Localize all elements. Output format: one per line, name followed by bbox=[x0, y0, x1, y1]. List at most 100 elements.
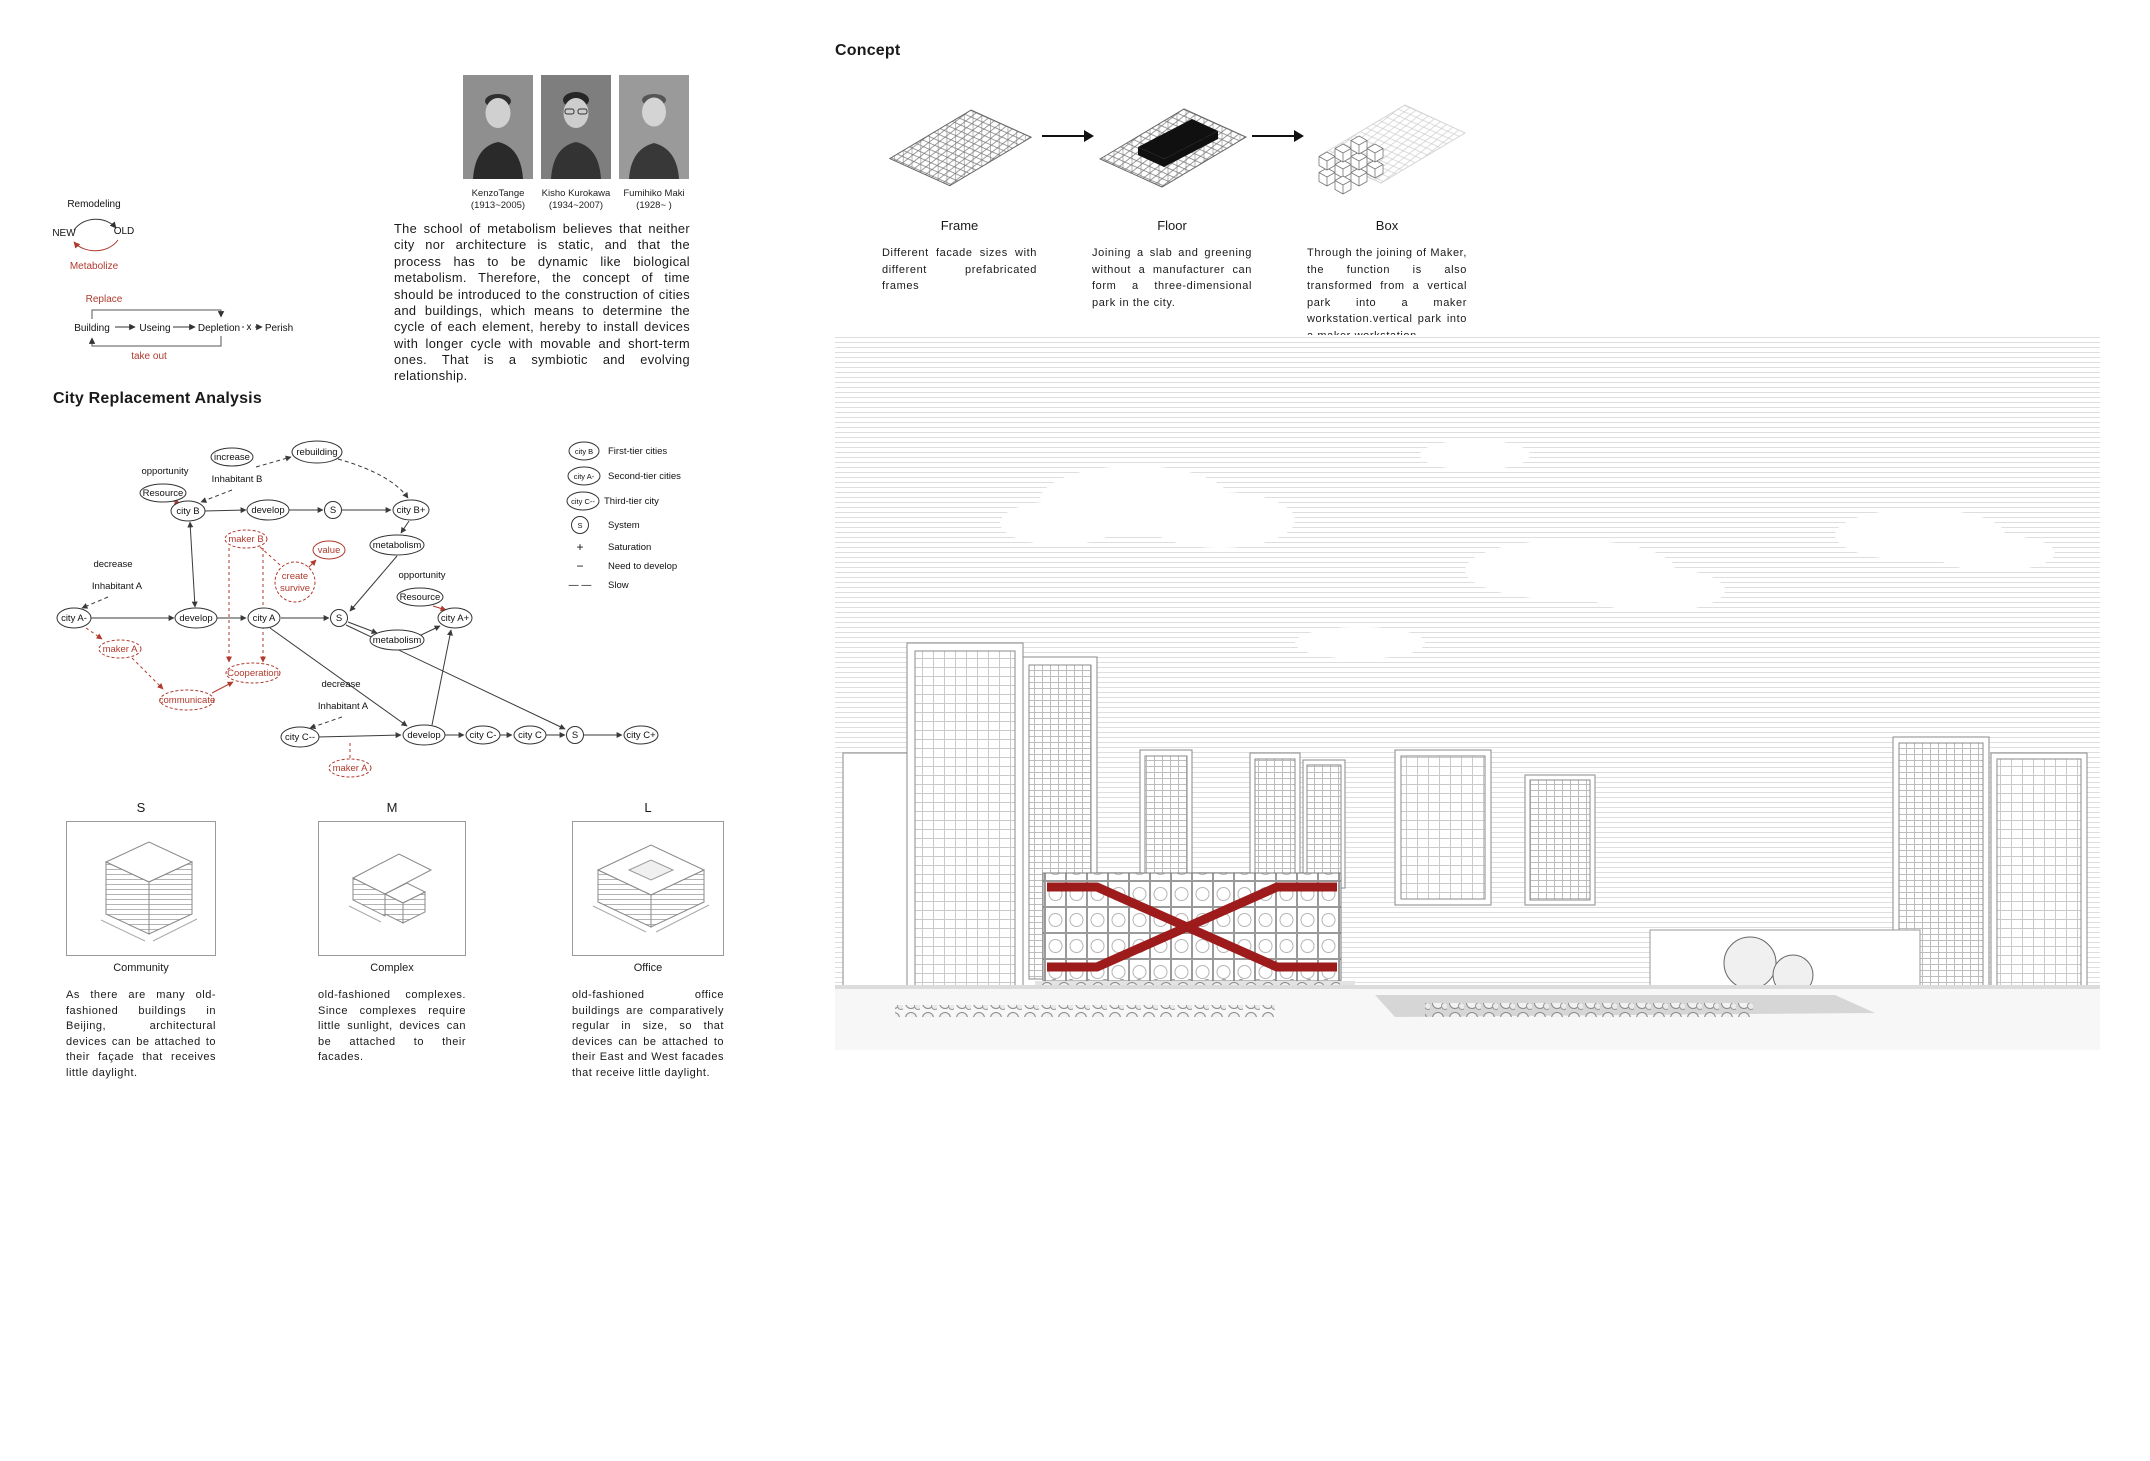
node-cooperation: Cooperation bbox=[225, 662, 281, 684]
node-city-b-plus: city B+ bbox=[392, 499, 430, 521]
node-label: S bbox=[330, 505, 336, 516]
node-label: S bbox=[572, 730, 578, 741]
metabolize-label: Metabolize bbox=[70, 261, 119, 272]
node-label: city A+ bbox=[441, 613, 470, 624]
node-maker-b: maker B bbox=[224, 529, 268, 549]
node-label: metabolism bbox=[373, 635, 422, 646]
arrow-floor-to-box bbox=[1252, 130, 1304, 142]
node-develop-3: develop bbox=[402, 724, 446, 746]
legend-symbol: + bbox=[576, 540, 583, 554]
node-label: city A- bbox=[61, 613, 87, 624]
category-community: Community bbox=[113, 962, 169, 974]
complex-drawing-box bbox=[318, 821, 466, 956]
concept-step-floor: Floor Joining a slab and greening withou… bbox=[1092, 85, 1252, 311]
network-edges-red-dashed bbox=[85, 546, 351, 758]
network-nodes: rebuilding increase Inhabitant B opportu… bbox=[56, 440, 659, 778]
node-develop-2: develop bbox=[174, 607, 218, 629]
frame-lattice bbox=[888, 109, 1033, 187]
size-label-l: L bbox=[644, 800, 652, 815]
node-resource-1: Resource bbox=[139, 483, 187, 503]
city-rendering bbox=[835, 335, 2100, 1050]
node-inhabitant-a-1: Inhabitant A bbox=[92, 581, 143, 592]
legend-symbol: S bbox=[577, 521, 582, 530]
portrait-caption: KenzoTange (1913~2005) bbox=[463, 188, 533, 212]
node-maker-a-2: maker A bbox=[328, 758, 372, 778]
node-label: Resource bbox=[400, 592, 441, 603]
maker-boxes bbox=[1318, 135, 1384, 195]
legend-symbol: city C-- bbox=[571, 497, 595, 506]
sml-office-block: L Office old-fashioned office buildings … bbox=[572, 800, 724, 1082]
node-city-a: city A bbox=[247, 607, 281, 629]
box-diagram bbox=[1318, 104, 1467, 195]
node-label: maker A bbox=[333, 763, 369, 774]
node-label: value bbox=[318, 545, 341, 556]
maker-structure bbox=[1042, 872, 1342, 982]
floor-slab bbox=[1138, 119, 1218, 167]
node-label: S bbox=[336, 613, 342, 624]
metabolism-cycle-diagram: Remodeling NEW OLD Metabolize Replace Bu… bbox=[52, 199, 293, 362]
sml-complex-block: M Complex old-fashioned complexes. Since… bbox=[318, 800, 466, 1066]
node-resource-2: Resource bbox=[396, 587, 444, 607]
node-city-a-minus: city A- bbox=[56, 607, 92, 629]
concept-step-box: Box Through the joining of Maker, the fu… bbox=[1307, 85, 1467, 344]
node-label: Cooperation bbox=[227, 668, 279, 679]
legend-label: Second-tier cities bbox=[608, 471, 681, 482]
community-drawing-box bbox=[66, 821, 216, 956]
replace-label: Replace bbox=[86, 294, 123, 305]
face bbox=[642, 97, 666, 127]
node-label: communicate bbox=[159, 695, 216, 706]
node-label: develop bbox=[251, 505, 284, 516]
node-label: Resource bbox=[143, 488, 184, 499]
portrait-kenzo-tange: KenzoTange (1913~2005) bbox=[463, 75, 533, 212]
category-complex: Complex bbox=[370, 962, 414, 974]
node-decrease-1: decrease bbox=[93, 559, 132, 570]
legend-label: Saturation bbox=[608, 542, 651, 553]
flow-building: Building bbox=[74, 323, 110, 334]
clouds bbox=[1000, 440, 2055, 659]
node-city-c-minus: city C- bbox=[465, 725, 501, 745]
section-title-city-replacement: City Replacement Analysis bbox=[53, 390, 262, 407]
legend-symbol: city B bbox=[575, 447, 593, 456]
complex-description: old-fashioned complexes. Since complexes… bbox=[318, 989, 466, 1064]
legend-symbol: city A- bbox=[574, 472, 595, 481]
node-s-1: S bbox=[324, 501, 342, 519]
network-edges-dashed bbox=[81, 455, 409, 730]
node-s-2: S bbox=[330, 609, 348, 627]
portrait-caption: Kisho Kurokawa (1934~2007) bbox=[541, 188, 611, 212]
arrow-frame-to-floor bbox=[1042, 130, 1094, 142]
node-label: city C-- bbox=[285, 732, 315, 743]
network-legend: city B First-tier cities city A- Second-… bbox=[566, 441, 681, 591]
floor-text: Joining a slab and greening without a ma… bbox=[1092, 247, 1252, 309]
remodeling-label: Remodeling bbox=[67, 199, 120, 210]
legend-label: First-tier cities bbox=[608, 446, 667, 457]
node-label: create bbox=[282, 571, 308, 582]
node-value: value bbox=[312, 540, 346, 560]
glasses bbox=[577, 108, 588, 115]
portrait-years: (1913~2005) bbox=[470, 199, 526, 211]
node-city-a-plus: city A+ bbox=[437, 607, 473, 629]
node-s-3: S bbox=[566, 726, 584, 744]
node-metabolism-1: metabolism bbox=[369, 534, 425, 556]
node-label: develop bbox=[179, 613, 212, 624]
legend-label: Need to develop bbox=[608, 561, 677, 572]
node-label: city B+ bbox=[397, 505, 426, 516]
x-backplate bbox=[244, 319, 255, 330]
node-maker-a-1: maker A bbox=[98, 639, 142, 659]
node-label: maker B bbox=[228, 534, 263, 545]
architect-portraits: KenzoTange (1913~2005) Kisho Kurokawa (1… bbox=[463, 75, 689, 212]
flow-perish: Perish bbox=[265, 323, 293, 334]
shoulders bbox=[473, 142, 523, 179]
portrait-photo-kisho-kurokawa bbox=[541, 75, 611, 179]
node-label: city B bbox=[176, 506, 199, 517]
portrait-photo-kenzo-tange bbox=[463, 75, 533, 179]
portrait-name: Fumihiko Maki bbox=[623, 188, 685, 199]
node-inhabitant-a-2: Inhabitant A bbox=[318, 701, 369, 712]
node-city-c-plus: city C+ bbox=[623, 725, 659, 745]
complex-isometric-drawing bbox=[348, 853, 433, 924]
node-decrease-2: decrease bbox=[321, 679, 360, 690]
community-description: As there are many old-fashioned building… bbox=[66, 989, 216, 1080]
floor-title: Floor bbox=[1157, 218, 1187, 233]
take-out-label: take out bbox=[131, 351, 167, 362]
face bbox=[485, 98, 511, 128]
node-label: city A bbox=[253, 613, 276, 624]
